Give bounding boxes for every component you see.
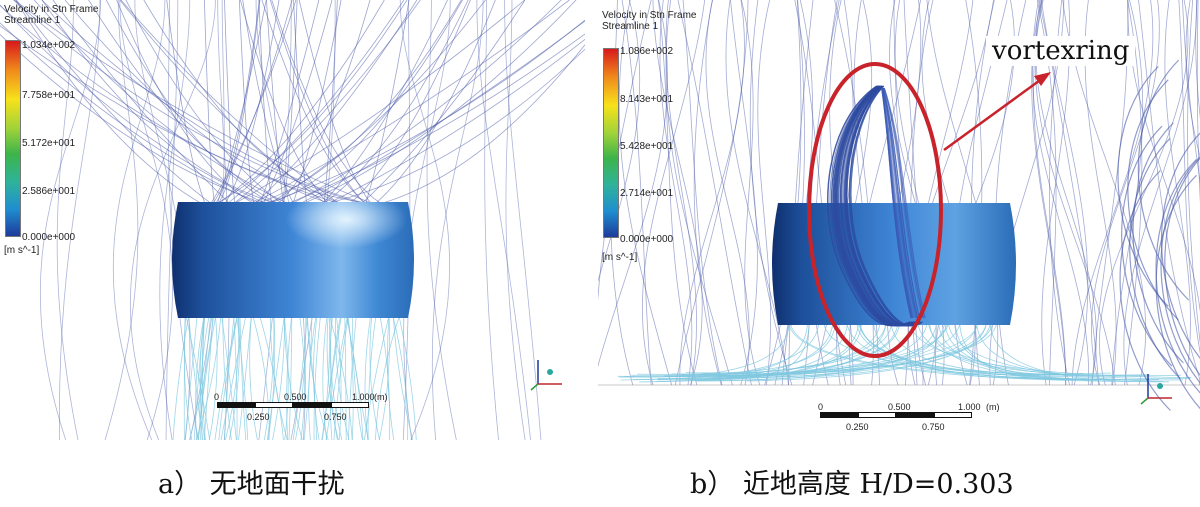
tick-label: 0.000e+000 — [22, 232, 76, 243]
panel-b-near-ground: vortexring Velocity in Stn Frame Streaml… — [598, 0, 1200, 440]
colorbar-b — [603, 48, 619, 238]
tick-label: 7.758e+001 — [22, 90, 76, 101]
axis-triad-b — [1140, 374, 1172, 405]
tick-label: 5.172e+001 — [22, 138, 76, 149]
streamline-field-a — [0, 0, 585, 440]
colorbar-a — [5, 40, 21, 237]
tick-label: 0.000e+000 — [620, 234, 674, 245]
panel-a-no-ground: Velocity in Stn Frame Streamline 1 1.034… — [0, 0, 585, 440]
scale-bar-a: 0 0.500 1.000 (m) 0.250 0.750 — [214, 392, 388, 422]
legend-title-a: Velocity in Stn Frame Streamline 1 — [4, 4, 99, 26]
callout-arrow — [943, 76, 1044, 152]
tick-label: 2.586e+001 — [22, 186, 76, 197]
tick-label: 2.714e+001 — [620, 188, 674, 199]
scale-bar-b: 0 0.500 1.000 (m) 0.250 0.750 — [818, 402, 1000, 432]
unit-label-b: [m s^-1] — [602, 252, 638, 263]
caption-a: a） 无地面干扰 — [158, 469, 345, 500]
rotor-cylinder-a — [172, 202, 414, 318]
streamline-field-b — [598, 0, 1200, 411]
tick-label: 1.034e+002 — [22, 40, 76, 51]
legend-title-b: Velocity in Stn Frame Streamline 1 — [602, 10, 697, 32]
unit-label-a: [m s^-1] — [4, 245, 40, 256]
tick-label: 5.428e+001 — [620, 141, 674, 152]
caption-b: b） 近地高度 H/D=0.303 — [690, 469, 1014, 500]
vortex-ring-streamlines — [827, 85, 926, 327]
tick-label: 8.143e+001 — [620, 94, 674, 105]
callout-arrowhead — [1034, 72, 1051, 86]
vortex-highlight-ellipse — [807, 62, 943, 358]
tick-label: 1.086e+002 — [620, 46, 674, 57]
vortexring-label: vortexring — [986, 36, 1136, 66]
axis-triad-a — [530, 360, 562, 391]
